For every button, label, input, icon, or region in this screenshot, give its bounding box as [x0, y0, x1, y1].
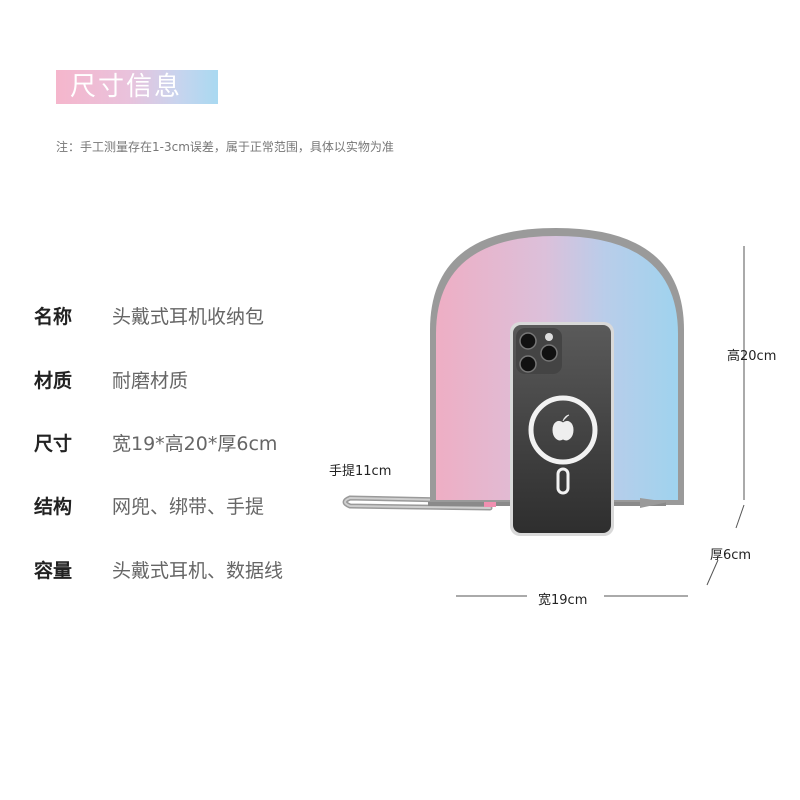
thickness-line: [735, 504, 745, 529]
section-title: 尺寸信息: [56, 70, 218, 104]
spec-key: 尺寸: [34, 433, 73, 455]
measurement-note: 注：手工测量存在1-3cm误差，属于正常范围，具体以实物为准: [56, 140, 394, 154]
phone-image: [510, 322, 614, 536]
height-label: 高20cm: [727, 349, 777, 364]
spec-key: 名称: [34, 306, 73, 328]
spec-value: 头戴式耳机收纳包: [112, 306, 265, 328]
spec-value: 头戴式耳机、数据线: [112, 560, 284, 582]
thickness-label: 厚6cm: [710, 548, 752, 563]
spec-value: 耐磨材质: [112, 370, 189, 392]
handle-label: 手提11cm: [329, 464, 392, 479]
spec-key: 材质: [34, 370, 73, 392]
spec-key: 容量: [34, 560, 73, 582]
apple-logo-icon: [552, 414, 574, 441]
width-label: 宽19cm: [538, 593, 588, 608]
spec-value: 网兜、绑带、手提: [112, 496, 265, 518]
spec-value: 宽19*高20*厚6cm: [112, 433, 278, 455]
spec-key: 结构: [34, 496, 73, 518]
